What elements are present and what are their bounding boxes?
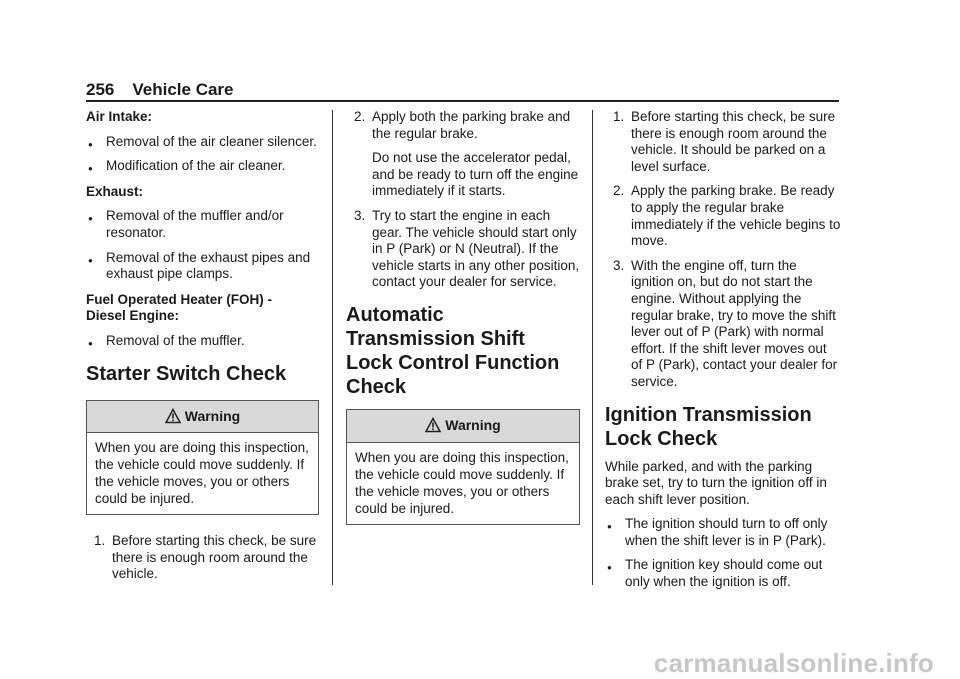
warning-box: Warning When you are doing this inspecti… <box>86 399 319 516</box>
bullet-icon: ● <box>88 139 93 149</box>
foh-heading: Fuel Operated Heater (FOH) - Diesel Engi… <box>86 291 273 324</box>
page-number: 256 <box>86 80 115 99</box>
warning-body: When you are doing this inspection, the … <box>355 449 569 516</box>
watermark: carmanualsonline.info <box>653 648 934 678</box>
warning-box: Warning When you are doing this inspecti… <box>346 408 580 525</box>
list-item: ●Removal of the air cleaner silencer. <box>86 134 319 151</box>
column-divider-2 <box>592 110 593 585</box>
step-number: 1. <box>613 109 625 124</box>
exhaust-heading: Exhaust: <box>86 183 144 199</box>
list-item: ●Removal of the muffler and/or resonator… <box>88 208 284 240</box>
step-note: Do not use the accelerator pedal, and be… <box>372 150 579 199</box>
list-item: ●The ignition should turn to off only wh… <box>607 516 828 548</box>
list-item: 1.Before starting this check, be sure th… <box>94 533 317 582</box>
column-3: 1.Before starting this check, be sure th… <box>605 109 841 591</box>
list-item: ●Removal of the muffler. <box>86 333 319 350</box>
list-item: 3.Try to start the engine in each gear. … <box>354 207 580 290</box>
warning-title: Warning <box>445 416 501 433</box>
air-intake-heading: Air Intake: <box>86 109 153 124</box>
bullet-icon: ● <box>88 164 93 174</box>
warning-title: Warning <box>184 407 241 424</box>
step-number: 3. <box>613 257 625 273</box>
bullet-icon: ● <box>607 563 612 573</box>
list-item: ●Modification of the air cleaner. <box>86 158 319 175</box>
step-number: 3. <box>354 207 366 223</box>
list-item: ●Removal of the exhaust pipes and exhaus… <box>88 249 311 282</box>
section-title-ignition-lock-check: Ignition Transmission Lock Check <box>605 403 812 450</box>
step-number: 1. <box>94 533 106 549</box>
bullet-icon: ● <box>607 522 612 532</box>
column-1: Air Intake: ●Removal of the air cleaner … <box>86 109 319 583</box>
list-item: ●The ignition key should come out only w… <box>607 557 823 590</box>
warning-header: Warning <box>347 409 579 443</box>
bullet-icon: ● <box>88 255 93 265</box>
warning-icon <box>164 407 181 423</box>
warning-header: Warning <box>87 400 318 434</box>
header-section-title: Vehicle Care <box>132 80 234 99</box>
bullet-icon: ● <box>88 338 93 348</box>
section-title-shift-lock-check: Automatic Transmission Shift Lock Contro… <box>346 303 560 398</box>
list-item: 1.Before starting this check, be sure th… <box>613 109 836 174</box>
list-item: 2.Apply the parking brake. Be ready to a… <box>613 183 841 249</box>
warning-body: When you are doing this inspection, the … <box>95 440 309 507</box>
warning-icon <box>425 416 442 433</box>
page-header: 256 Vehicle Care <box>86 80 234 100</box>
section-title-starter-switch-check: Starter Switch Check <box>86 362 287 385</box>
column-divider-1 <box>332 110 333 585</box>
step-number: 2. <box>613 183 625 199</box>
list-item: 3.With the engine off, turn the ignition… <box>613 257 838 389</box>
intro-paragraph: While parked, and with the parking brake… <box>605 458 827 507</box>
step-number: 2. <box>354 109 366 124</box>
bullet-icon: ● <box>88 214 93 224</box>
list-item: 2.Apply both the parking brake and the r… <box>354 109 571 141</box>
header-rule <box>86 100 839 102</box>
column-2: 2.Apply both the parking brake and the r… <box>346 109 580 525</box>
